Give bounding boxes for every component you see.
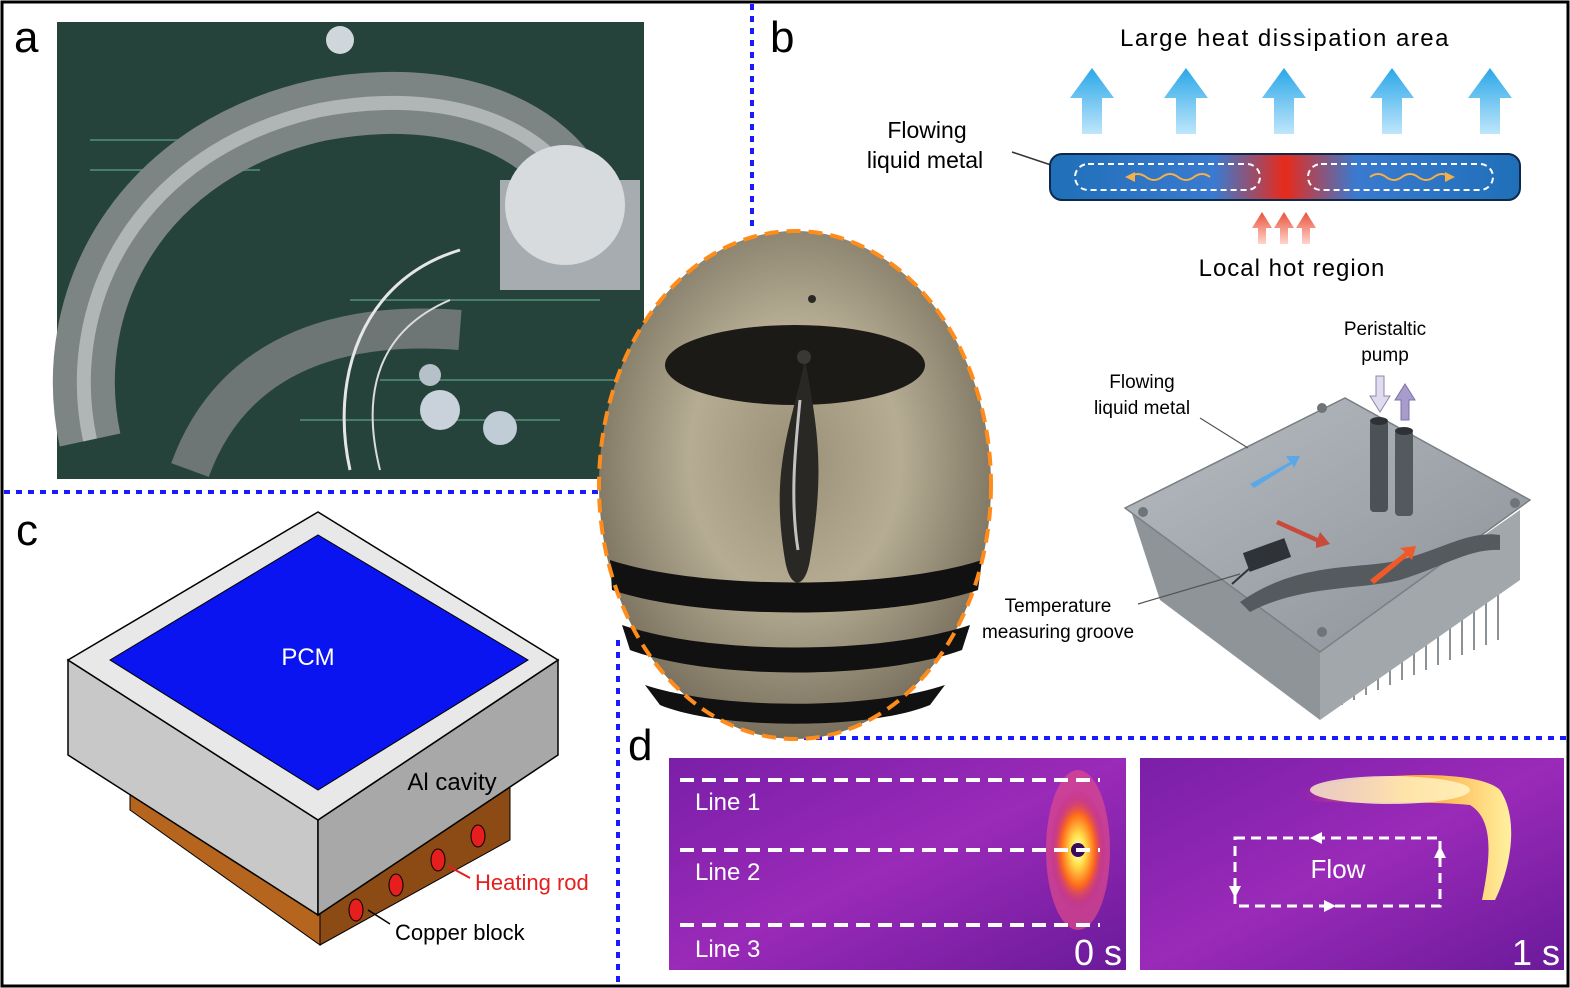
panel-b-flow-label-line2: liquid metal xyxy=(867,147,983,173)
panel-a-letter: a xyxy=(14,13,39,62)
local-heat-arrows xyxy=(1252,212,1316,244)
ir-line-2-label: Line 2 xyxy=(695,859,760,886)
ir-flow-label: Flow xyxy=(1311,854,1366,884)
droplet-photo-border xyxy=(597,229,993,741)
panel-c-letter: c xyxy=(16,506,38,555)
pcm-heat-sink-diagram xyxy=(66,511,560,946)
pcm-fill xyxy=(109,534,529,791)
panel-b-letter: b xyxy=(770,13,794,62)
panel-c-copper-label: Copper block xyxy=(395,920,526,945)
liquid-metal-pipe xyxy=(1049,153,1521,201)
panel-b-pump-label-line1: Peristaltic xyxy=(1344,319,1426,340)
droplet-photo xyxy=(599,231,991,739)
ir-line-3-label: Line 3 xyxy=(695,936,760,963)
panel-c-heating-label: Heating rod xyxy=(475,870,589,895)
panel-b-device-flow-line1: Flowing xyxy=(1109,372,1174,393)
ir-time-left: 0 s xyxy=(1074,932,1122,973)
heat-dissipation-arrows xyxy=(1070,68,1512,134)
panel-b-groove-label-line1: Temperature xyxy=(1005,596,1112,617)
panel-a-photo xyxy=(52,22,644,479)
panel-b-device-flow-line2: liquid metal xyxy=(1094,398,1190,419)
groove-leader xyxy=(1137,573,1241,605)
panel-b-pump-label-line2: pump xyxy=(1361,345,1409,366)
panel-b-top-title: Large heat dissipation area xyxy=(1120,25,1450,52)
panel-c-cavity-label: Al cavity xyxy=(407,769,496,796)
liquid-metal-device xyxy=(1123,375,1532,720)
panel-b-flow-label-line1: Flowing xyxy=(887,117,966,143)
panel-c-pcm-label: PCM xyxy=(281,644,334,671)
panel-b-hot-label: Local hot region xyxy=(1199,255,1386,282)
panel-b-groove-label-line2: measuring groove xyxy=(982,622,1134,643)
ir-line-1-label: Line 1 xyxy=(695,789,760,816)
ir-image-0s xyxy=(669,758,1126,970)
ir-time-right: 1 s xyxy=(1512,932,1560,973)
panel-d-letter: d xyxy=(628,721,652,770)
device-flow-leader xyxy=(1199,417,1249,449)
ir-image-1s xyxy=(1140,758,1564,970)
